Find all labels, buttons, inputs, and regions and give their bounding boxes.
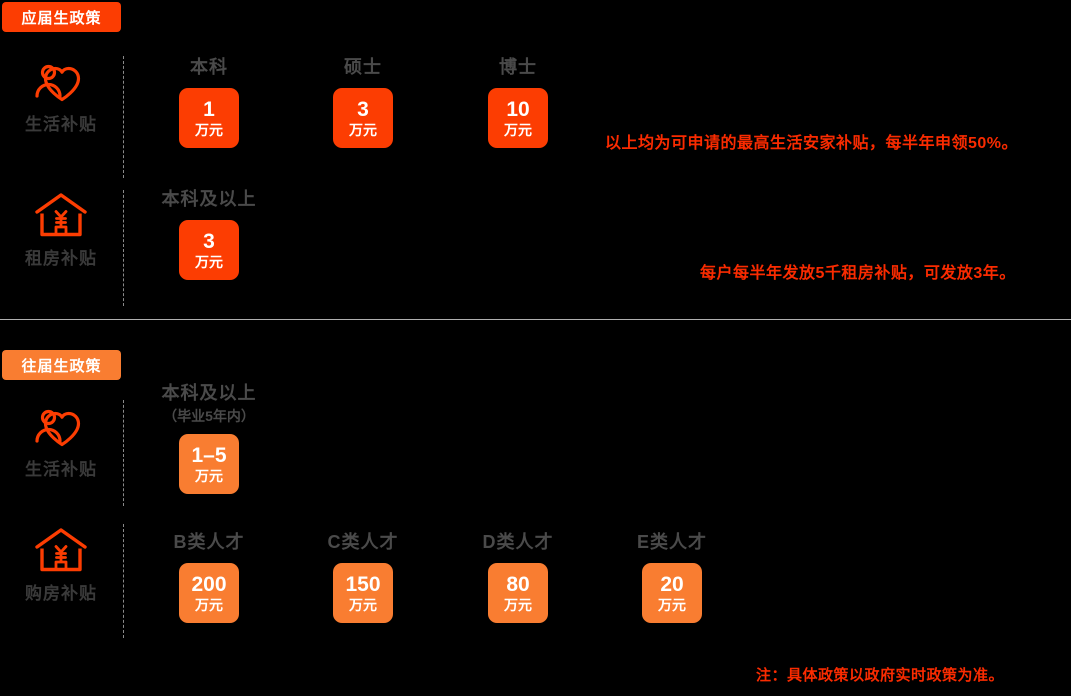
row-divider-dashed — [123, 56, 124, 178]
category-home-purchase-subsidy: 购房补贴 — [6, 527, 116, 604]
chip-amount: 1–5 — [191, 443, 227, 467]
house-yuan-icon — [6, 527, 116, 573]
person-in-heart-icon — [6, 58, 116, 104]
amount-chip: 1 万元 — [179, 88, 239, 148]
note-living-allowance: 以上均为可申请的最高生活安家补贴，每半年申领50%。 — [605, 135, 1019, 152]
chip-amount: 20 — [660, 572, 684, 596]
column-title: 硕士 — [344, 57, 382, 77]
chip-unit: 万元 — [349, 121, 377, 138]
chip-unit: 万元 — [658, 596, 686, 613]
column-doctor-living: 博士 10 万元 — [457, 54, 579, 148]
amount-chip: 3 万元 — [333, 88, 393, 148]
category-rent-subsidy-fresh: 租房补贴 — [6, 192, 116, 269]
column-bachelor-and-above-living-past: 本科及以上 （毕业5年内） 1–5 万元 — [148, 380, 270, 494]
chip-amount: 1 — [203, 97, 215, 121]
row-divider-dashed — [123, 190, 124, 306]
amount-chip: 1–5 万元 — [179, 434, 239, 494]
chip-amount: 200 — [191, 572, 227, 596]
column-talent-c: C类人才 150 万元 — [302, 529, 424, 623]
chip-amount: 10 — [506, 97, 530, 121]
amount-chip: 150 万元 — [333, 563, 393, 623]
category-label: 生活补贴 — [25, 460, 97, 479]
chip-unit: 万元 — [195, 596, 223, 613]
amount-chip: 200 万元 — [179, 563, 239, 623]
column-talent-b: B类人才 200 万元 — [148, 529, 270, 623]
column-title: 本科 — [190, 57, 228, 77]
chip-unit: 万元 — [195, 253, 223, 270]
column-title: 本科及以上 — [161, 383, 257, 403]
amount-chip: 20 万元 — [642, 563, 702, 623]
chip-amount: 150 — [345, 572, 381, 596]
category-label: 生活补贴 — [25, 115, 97, 134]
column-title: C类人才 — [327, 532, 399, 552]
column-talent-d: D类人才 80 万元 — [457, 529, 579, 623]
person-in-heart-icon — [6, 403, 116, 449]
category-living-allowance-fresh: 生活补贴 — [6, 58, 116, 135]
section-divider — [0, 319, 1071, 320]
footer-note: 注：具体政策以政府实时政策为准。 — [756, 667, 1005, 684]
house-yuan-icon — [6, 192, 116, 238]
section-tag-past-graduate: 往届生政策 — [2, 350, 121, 380]
column-talent-e: E类人才 20 万元 — [611, 529, 733, 623]
category-living-allowance-past: 生活补贴 — [6, 403, 116, 480]
column-title: B类人才 — [173, 532, 245, 552]
row-divider-dashed — [123, 524, 124, 638]
chip-unit: 万元 — [504, 121, 532, 138]
chip-amount: 3 — [203, 229, 215, 253]
chip-amount: 80 — [506, 572, 530, 596]
column-bachelor-living: 本科 1 万元 — [148, 54, 270, 148]
column-subtitle: （毕业5年内） — [163, 408, 255, 424]
column-title: D类人才 — [482, 532, 554, 552]
note-rent-subsidy: 每户每半年发放5千租房补贴，可发放3年。 — [700, 265, 1016, 282]
amount-chip: 80 万元 — [488, 563, 548, 623]
chip-unit: 万元 — [195, 467, 223, 484]
chip-amount: 3 — [357, 97, 369, 121]
column-master-living: 硕士 3 万元 — [302, 54, 424, 148]
column-title: 博士 — [499, 57, 537, 77]
section-tag-fresh-graduate: 应届生政策 — [2, 2, 121, 32]
column-title: E类人才 — [636, 532, 707, 552]
row-divider-dashed — [123, 400, 124, 506]
column-title: 本科及以上 — [161, 189, 257, 209]
category-label: 购房补贴 — [25, 584, 97, 603]
column-bachelor-and-above-rent: 本科及以上 3 万元 — [148, 186, 270, 280]
category-label: 租房补贴 — [25, 249, 97, 268]
chip-unit: 万元 — [349, 596, 377, 613]
amount-chip: 3 万元 — [179, 220, 239, 280]
amount-chip: 10 万元 — [488, 88, 548, 148]
chip-unit: 万元 — [195, 121, 223, 138]
chip-unit: 万元 — [504, 596, 532, 613]
